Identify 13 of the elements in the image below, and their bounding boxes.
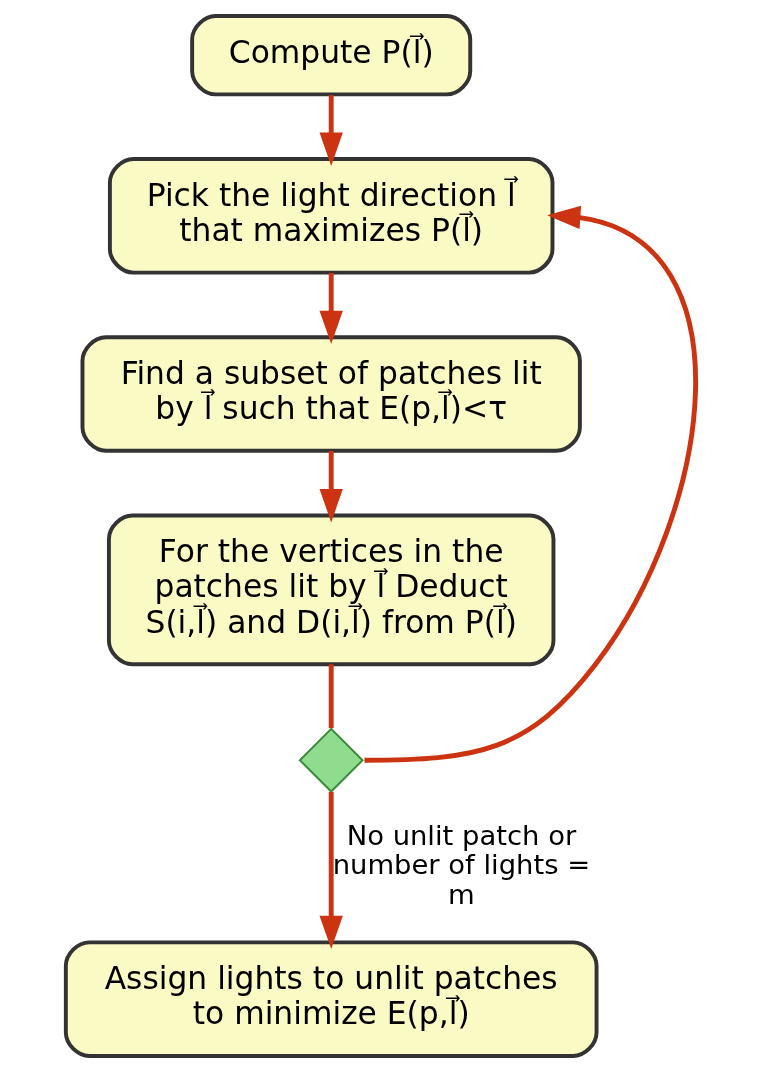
node-box: Find a subset of patches lit by l⃗ such that E(p,l⃗)<τ bbox=[80, 335, 582, 453]
node-box: For the vertices in the patches lit by l⃗ Deduct S(i,l⃗) and D(i,l⃗) from P(l⃗) bbox=[106, 513, 555, 667]
edge-label: No unlit patch or number of lights = m bbox=[332, 819, 590, 910]
node-diamond bbox=[297, 727, 364, 793]
node-box: Assign lights to unlit patches to minimize E(p,l⃗) bbox=[63, 940, 598, 1058]
arrow bbox=[319, 95, 343, 166]
connector bbox=[328, 664, 334, 729]
arrow bbox=[319, 450, 343, 523]
arrow bbox=[363, 205, 698, 763]
arrow bbox=[319, 791, 343, 950]
node-box: Pick the light direction l⃗ that maximizes P(l⃗) bbox=[107, 157, 554, 275]
arrow bbox=[319, 272, 343, 345]
node-box: Compute P(l⃗) bbox=[189, 14, 472, 97]
